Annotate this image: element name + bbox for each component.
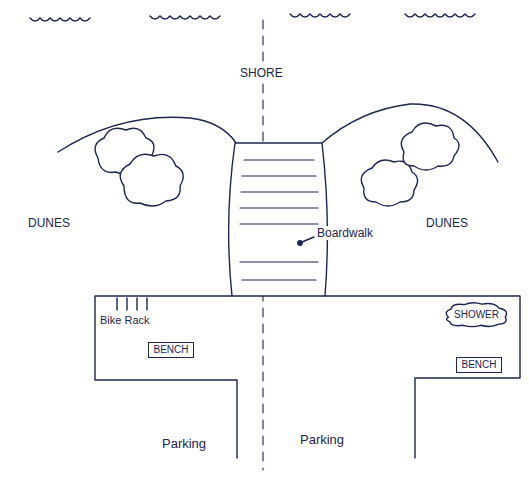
- leader-dot: [298, 241, 302, 245]
- parking-label: Parking: [160, 436, 208, 452]
- parking-label: Parking: [298, 432, 346, 448]
- shore-label: SHORE: [238, 66, 285, 80]
- platform-outline: [325, 296, 520, 458]
- bike-rack: [117, 298, 147, 310]
- bench-box: BENCH: [456, 357, 502, 373]
- waves: [290, 14, 350, 17]
- platform-outline: [95, 296, 237, 458]
- bike-rack-label: Bike Rack: [98, 314, 152, 327]
- node-text: SHOWER: [454, 309, 499, 321]
- boardwalk: [229, 143, 328, 296]
- dune: [120, 154, 183, 206]
- boardwalk-planks: [240, 160, 318, 280]
- waves: [405, 14, 475, 17]
- dune: [401, 123, 459, 170]
- node-text: BENCH: [461, 359, 496, 371]
- dunes-label: DUNES: [26, 216, 72, 230]
- node-text: BENCH: [153, 344, 188, 356]
- waves: [30, 18, 90, 21]
- dunes-label: DUNES: [424, 216, 470, 230]
- shower-cloud: SHOWER: [443, 301, 510, 328]
- boardwalk-label: Boardwalk: [315, 226, 375, 240]
- dune: [361, 160, 417, 206]
- bench-box: BENCH: [148, 342, 194, 358]
- leader-line: [302, 237, 314, 242]
- cloud-path: [446, 303, 506, 327]
- waves: [150, 16, 220, 19]
